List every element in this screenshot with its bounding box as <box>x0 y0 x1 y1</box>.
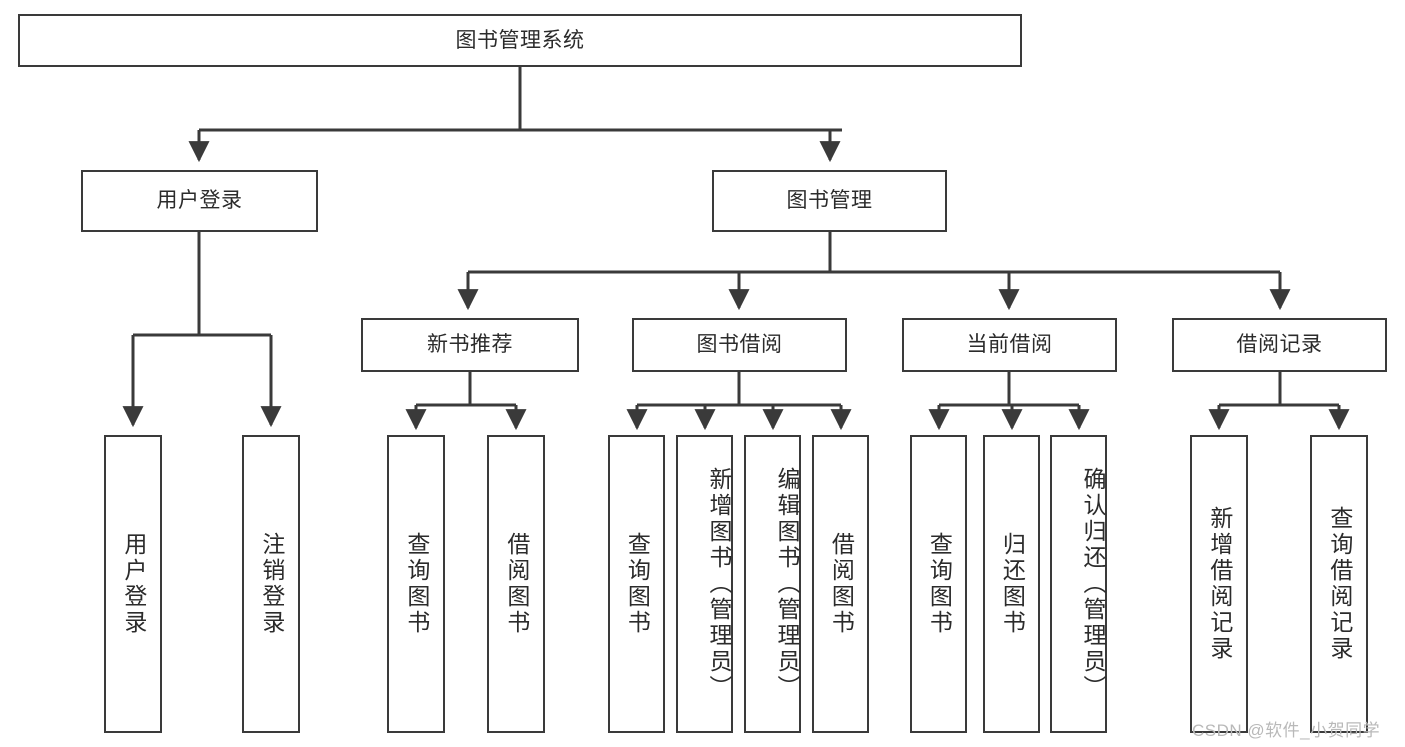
node-leaf-borrow-book-1[interactable]: 借阅图书 <box>487 435 545 733</box>
node-leaf-confirm-return[interactable]: 确认归还（管理员） <box>1050 435 1107 733</box>
node-user-login[interactable]: 用户登录 <box>81 170 318 232</box>
node-root[interactable]: 图书管理系统 <box>18 14 1022 67</box>
node-book-manage[interactable]: 图书管理 <box>712 170 947 232</box>
node-leaf-add-record[interactable]: 新增借阅记录 <box>1190 435 1248 733</box>
csdn-watermark: CSDN @软件_小贺同学 <box>1192 721 1381 740</box>
node-new-book-recommend[interactable]: 新书推荐 <box>361 318 579 372</box>
node-leaf-query-book-1[interactable]: 查询图书 <box>387 435 445 733</box>
node-book-borrow[interactable]: 图书借阅 <box>632 318 847 372</box>
node-leaf-edit-book[interactable]: 编辑图书（管理员） <box>744 435 801 733</box>
node-leaf-query-book-3[interactable]: 查询图书 <box>910 435 967 733</box>
node-leaf-return-book[interactable]: 归还图书 <box>983 435 1040 733</box>
node-leaf-query-book-2[interactable]: 查询图书 <box>608 435 665 733</box>
node-current-borrow[interactable]: 当前借阅 <box>902 318 1117 372</box>
node-borrow-record[interactable]: 借阅记录 <box>1172 318 1387 372</box>
node-leaf-user-logout[interactable]: 注销登录 <box>242 435 300 733</box>
node-leaf-user-login[interactable]: 用户登录 <box>104 435 162 733</box>
node-leaf-query-record[interactable]: 查询借阅记录 <box>1310 435 1368 733</box>
node-leaf-add-book[interactable]: 新增图书（管理员） <box>676 435 733 733</box>
node-leaf-borrow-book-2[interactable]: 借阅图书 <box>812 435 869 733</box>
